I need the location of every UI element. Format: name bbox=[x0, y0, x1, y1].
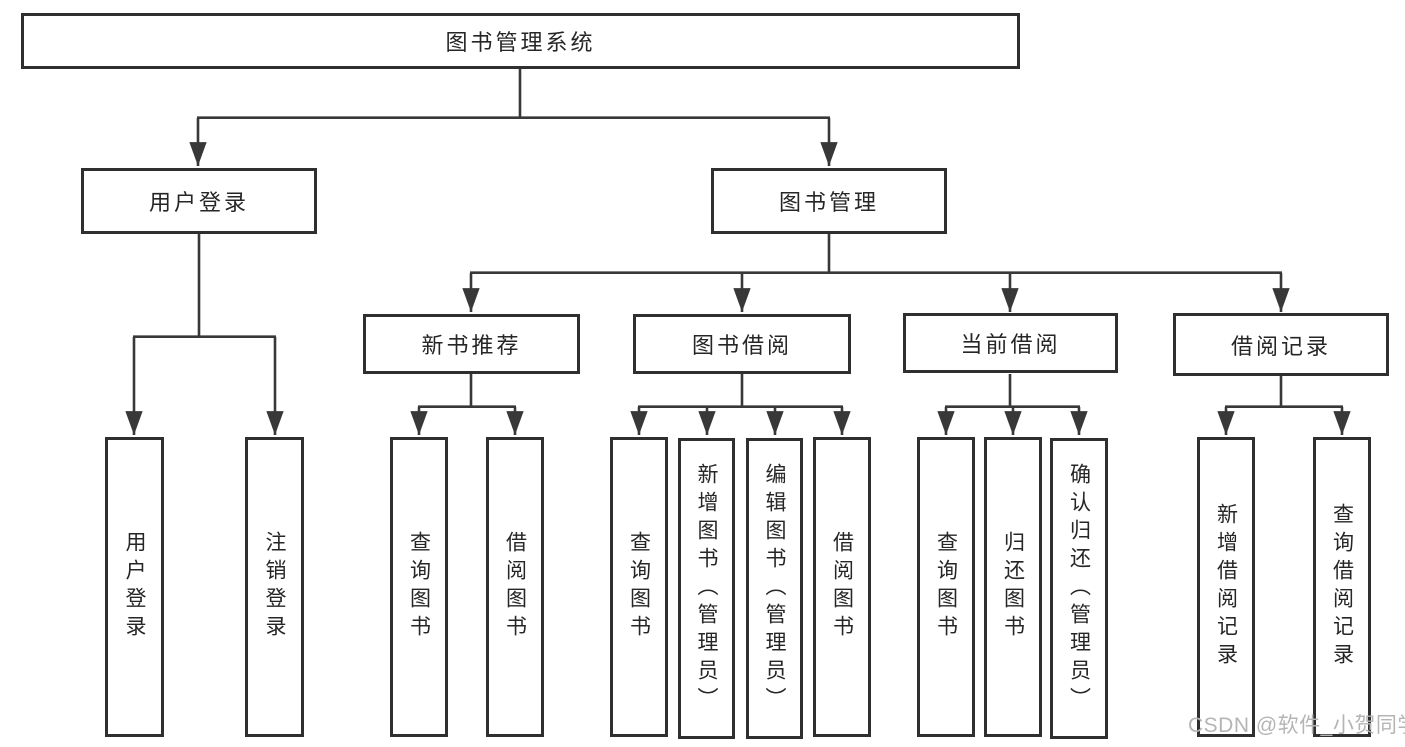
node-label: 编辑图书（管理员） bbox=[763, 462, 786, 715]
csdn-watermark: CSDN @软件_小贺同学 bbox=[1188, 714, 1405, 737]
edge-current-borrow-to-children bbox=[937, 374, 1088, 435]
node-label: 注销登录 bbox=[263, 531, 286, 643]
node-add-book-admin: 新增图书（管理员） bbox=[678, 438, 735, 739]
edge-root-to-level2 bbox=[189, 69, 838, 166]
node-user-login: 用户登录 bbox=[81, 168, 317, 234]
node-logout: 注销登录 bbox=[245, 437, 304, 737]
edge-user-login-to-children bbox=[125, 234, 284, 435]
node-query-borrow-record: 查询借阅记录 bbox=[1313, 437, 1371, 737]
node-user-login-child: 用户登录 bbox=[105, 437, 164, 737]
node-label: 确认归还（管理员） bbox=[1067, 462, 1091, 715]
node-label: 借阅图书 bbox=[830, 531, 854, 643]
edge-new-book-rec-to-children bbox=[410, 374, 524, 435]
node-borrow-book-2: 借阅图书 bbox=[813, 437, 871, 737]
node-add-borrow-record: 新增借阅记录 bbox=[1197, 437, 1255, 737]
node-borrow-records: 借阅记录 bbox=[1173, 313, 1389, 376]
node-label: 查询图书 bbox=[934, 531, 958, 643]
edge-book-mgmt-to-level3 bbox=[462, 234, 1290, 312]
node-new-book-rec: 新书推荐 bbox=[363, 314, 580, 374]
node-label: 查询图书 bbox=[407, 531, 431, 643]
node-book-mgmt: 图书管理 bbox=[711, 168, 947, 234]
edge-book-borrow-to-children bbox=[630, 374, 851, 435]
node-label: 新增借阅记录 bbox=[1214, 503, 1238, 671]
node-return-book: 归还图书 bbox=[984, 437, 1042, 737]
node-label: 用户登录 bbox=[123, 531, 146, 643]
node-edit-book-admin: 编辑图书（管理员） bbox=[746, 438, 803, 739]
node-query-book-1: 查询图书 bbox=[390, 437, 448, 737]
node-label: 查询图书 bbox=[627, 531, 651, 643]
node-root: 图书管理系统 bbox=[21, 13, 1020, 69]
node-confirm-return-admin: 确认归还（管理员） bbox=[1050, 438, 1108, 739]
node-label: 归还图书 bbox=[1001, 531, 1025, 643]
node-query-book-2: 查询图书 bbox=[610, 437, 668, 737]
edge-borrow-records-to-children bbox=[1217, 376, 1351, 435]
node-current-borrow: 当前借阅 bbox=[903, 313, 1118, 373]
node-label: 新增图书（管理员） bbox=[695, 462, 718, 715]
node-label: 查询借阅记录 bbox=[1330, 503, 1354, 671]
node-label: 借阅图书 bbox=[503, 531, 527, 643]
node-book-borrow: 图书借阅 bbox=[633, 314, 851, 374]
node-borrow-book-1: 借阅图书 bbox=[486, 437, 544, 737]
node-query-book-3: 查询图书 bbox=[917, 437, 975, 737]
